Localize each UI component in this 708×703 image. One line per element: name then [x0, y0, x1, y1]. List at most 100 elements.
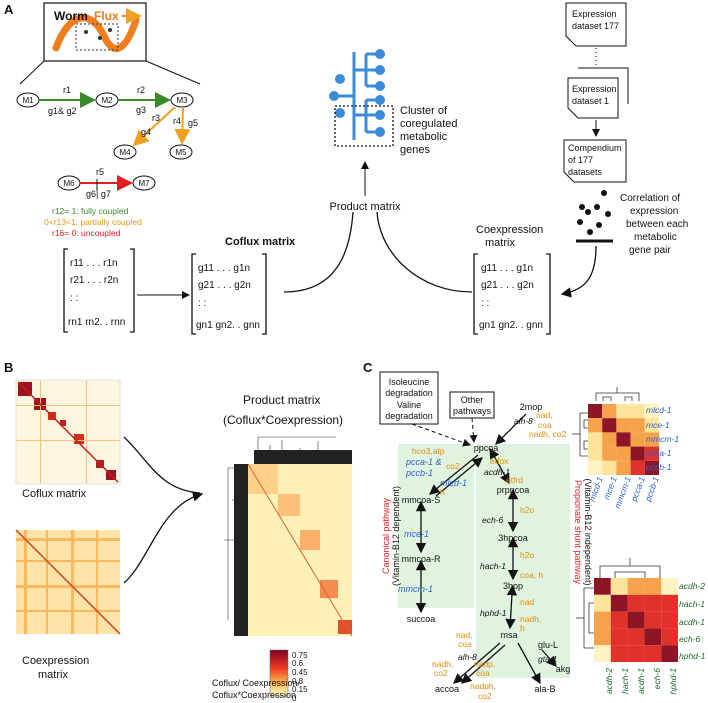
cof-co2-nadph: co2: [478, 691, 492, 701]
coflux-matrix-title: Coflux matrix: [225, 236, 296, 248]
dataset-177-doc: Expression dataset 177: [565, 2, 627, 47]
hm2-row-1: acdh-2: [679, 581, 705, 591]
coexpr-label-2: matrix: [38, 669, 68, 681]
gene-mlcd-1: mlcd-1: [440, 478, 467, 488]
met-ppcoa: ppcoa: [474, 443, 499, 453]
shunt-pathway-sub: (Vitamin-B12 independent): [583, 479, 593, 586]
cof-nadh-mid: nadh,: [520, 614, 541, 624]
legend-uncoupled: r16= 0: uncoupled: [52, 228, 121, 238]
hm1-cell: [616, 432, 631, 447]
hm2-cell: [627, 628, 645, 646]
gene-hphd-1: hphd-1: [480, 608, 507, 618]
hm1-cell: [630, 404, 645, 419]
hm2-cell: [644, 645, 662, 662]
met-3hpcoa: 3hpcoa: [498, 533, 528, 543]
panel-label-c: C: [363, 360, 373, 375]
hm2-cell: [627, 578, 645, 595]
hm1-cell: [630, 432, 645, 447]
hm2-cell: [594, 578, 611, 595]
product-title-1: Product matrix: [243, 393, 320, 407]
cof-co2-low: co2: [434, 668, 448, 678]
cof-nad-low: nad,: [456, 630, 473, 640]
gene-g3: g3: [136, 105, 146, 115]
panel-label-a: A: [4, 2, 14, 17]
node-m4: M4: [119, 148, 131, 157]
met-ala-b: ala-B: [534, 684, 555, 694]
cluster-label-3: metabolic: [400, 131, 448, 143]
node-m3: M3: [176, 96, 188, 105]
correlation-line1: Correlation of: [620, 193, 680, 204]
reaction-r4: r4: [173, 116, 181, 126]
coflux-row-2: g21 . . . g2n: [198, 280, 251, 291]
hm2-cell: [661, 611, 678, 629]
hm2-cell: [627, 645, 645, 662]
box-iso-1: Isoleucine: [389, 377, 430, 387]
cof-coa-low: coa: [458, 639, 472, 649]
legend-fully-coupled: r12= 1: fully coupled: [52, 206, 129, 216]
hm1-cell: [644, 418, 659, 433]
met-accoa: accoa: [435, 684, 459, 694]
logo-worm-text: Worm: [54, 9, 88, 23]
coflux-heatmap: [15, 379, 121, 485]
hm1-cell: [616, 418, 631, 433]
gene-alh-8-top: alh-8: [514, 416, 533, 426]
coexpression-heatmap: [15, 529, 121, 635]
coexpr-row-3: : :: [481, 298, 489, 309]
coflux-row-1: g11 . . . g1n: [198, 263, 250, 274]
gene-pcca-1: pcca-1 &: [405, 457, 442, 467]
pathway-arrows: [415, 413, 557, 685]
colorbar-tick-06: 0.6: [292, 659, 304, 668]
hm2-cell: [627, 611, 645, 629]
met-3hpp: 3hpp: [503, 581, 523, 591]
hm2-cell: [661, 628, 678, 646]
logo-flux-text: Flux: [94, 9, 119, 23]
hm2-cell: [610, 645, 628, 662]
hm2-row-5: hphd-1: [679, 651, 706, 661]
hm2-cell: [627, 594, 645, 612]
box-other-1: Other: [461, 395, 484, 405]
genes-g1g2: g1& g2: [48, 106, 77, 116]
hm1-cell: [602, 460, 617, 475]
gene-alh-8-bottom: alh-8: [458, 652, 477, 662]
cof-nadh-co2-top: nadh, co2: [529, 429, 567, 439]
gene-gta-1: gta-1: [538, 654, 558, 664]
hm2-cell: [644, 578, 662, 595]
panel-label-b: B: [4, 360, 13, 375]
hm1-cell: [588, 418, 603, 433]
hm1-cell: [616, 460, 631, 475]
reaction-r3: r3: [152, 113, 160, 123]
hm2-cell: [661, 594, 678, 612]
coexpression-matrix: g11 . . . g1n g21 . . . g2n : : gn1 gn2.…: [473, 253, 551, 335]
hm1-row-2: mce-1: [646, 420, 670, 430]
compendium-line1: Compendium: [568, 143, 622, 153]
hm2-cell: [661, 645, 678, 662]
hm2-row-3: acdh-1: [679, 617, 705, 627]
node-m7: M7: [138, 179, 150, 188]
coflux-row-4: gn1 gn2. . gnn: [196, 320, 260, 331]
r-matrix-row-4: rn1 rn2. . rnn: [68, 317, 125, 328]
r-matrix-row-2: r21 . . . r2n: [70, 275, 118, 286]
dataset-177-line1: Expression: [572, 9, 617, 19]
hm2-cell: [594, 645, 611, 662]
hm1-cell: [588, 460, 603, 475]
coflux-matrix-label: Coflux matrix: [22, 488, 87, 500]
hm1-cell: [616, 446, 631, 461]
cluster-label-2: coregulated: [400, 118, 458, 130]
node-m6: M6: [63, 179, 75, 188]
hm2-cell: [610, 578, 628, 595]
met-msa: msa: [500, 630, 517, 640]
hm2-cell: [661, 578, 678, 595]
coexpr-label-1: Coexpression: [22, 655, 89, 667]
hm2-cell: [610, 628, 628, 646]
cof-h2o-2: h2o: [520, 550, 534, 560]
cluster-label-1: Cluster of: [400, 105, 448, 117]
colorbar-label-2: Coflux*Coexpression: [212, 690, 296, 700]
cof-coa-nadp: coa: [476, 668, 490, 678]
box-other-pathways: Other pathways: [449, 391, 495, 419]
box-iso-2: degradation: [385, 388, 433, 398]
gene-g5: g5: [188, 118, 198, 128]
network: M1 M2 M3 M4 M5 M6 M7 r1 g1& g2 r2 g3 r3 …: [16, 85, 198, 199]
cof-h-mlcd: h: [440, 487, 445, 497]
node-m1: M1: [22, 96, 34, 105]
product-matrix-title: Product matrix: [330, 201, 401, 213]
